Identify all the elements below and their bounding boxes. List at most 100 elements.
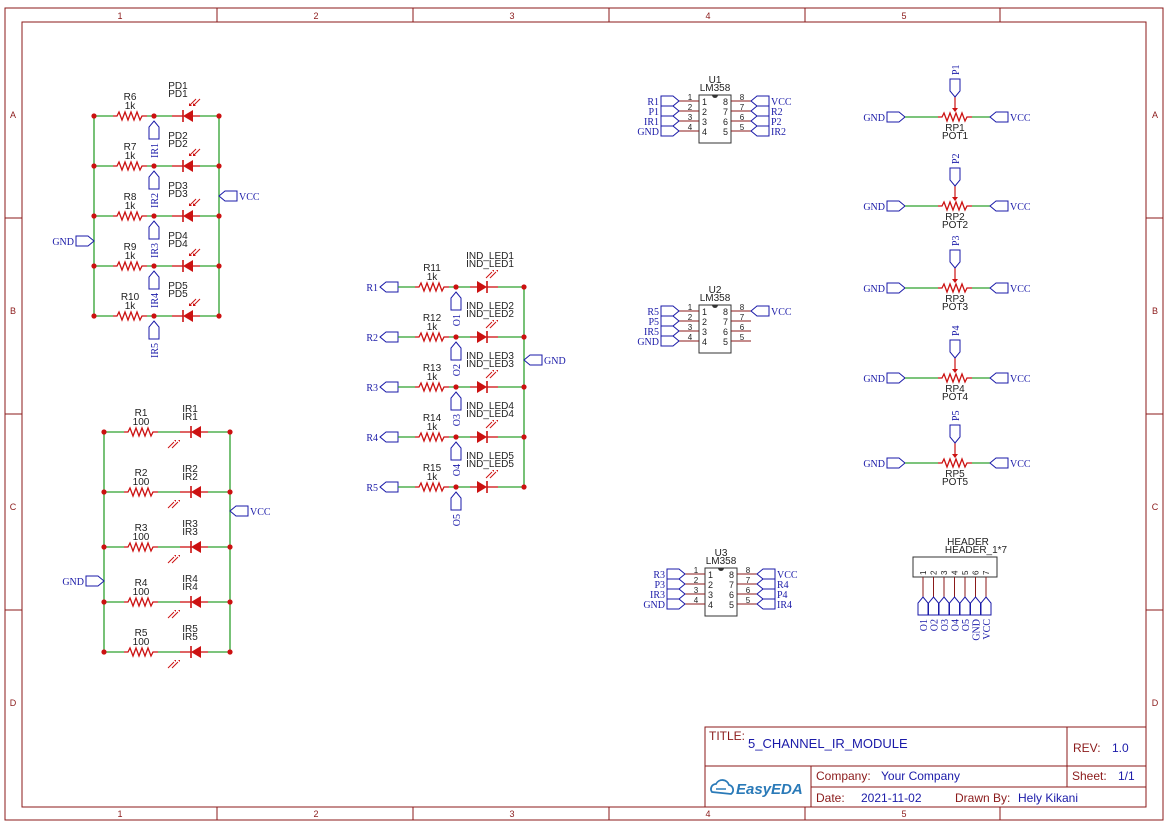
net-flag — [886, 282, 906, 294]
light-arrows — [485, 419, 499, 429]
net-flag — [756, 568, 776, 580]
column-label: 2 — [313, 809, 318, 819]
photodiode — [171, 309, 201, 323]
net-flag — [660, 325, 680, 337]
notch-icon — [712, 305, 718, 308]
pin-name: 1 — [702, 307, 707, 317]
photodiode-value: PD3 — [168, 189, 188, 200]
led-value: IR4 — [182, 582, 198, 593]
wiper-arrow — [952, 454, 958, 458]
net-flag — [756, 598, 776, 610]
net-flag — [989, 282, 1009, 294]
net-label: O3 — [452, 414, 463, 426]
net-label: P5 — [648, 317, 659, 328]
light-arrows — [188, 248, 201, 257]
net-flag — [450, 391, 462, 411]
pin-number: 2 — [930, 570, 939, 575]
net-label: VCC — [771, 97, 792, 108]
net-label: R1 — [366, 283, 378, 294]
net-flag — [989, 372, 1009, 384]
net-label: IR5 — [644, 327, 659, 338]
resistor-value: 100 — [133, 477, 150, 488]
net-flag — [750, 125, 770, 137]
company-value: Your Company — [881, 769, 960, 783]
junction-dot — [151, 313, 157, 319]
resistor — [414, 282, 450, 292]
resistor — [414, 482, 450, 492]
net-flag — [938, 596, 950, 616]
resistor — [123, 487, 159, 497]
photodiode — [171, 159, 201, 173]
pot-value: POT3 — [942, 302, 969, 313]
net-flag — [666, 568, 686, 580]
pot-value: POT4 — [942, 392, 969, 403]
junction-dot — [227, 599, 233, 605]
opamp-body — [698, 94, 732, 144]
resistor-ref: R4 — [135, 578, 148, 589]
opamp-value: LM358 — [700, 83, 731, 94]
junction-dot — [453, 334, 459, 340]
net-flag — [970, 596, 981, 616]
net-flag — [886, 457, 906, 469]
led-ref: IR1 — [182, 404, 198, 415]
row-label: C — [1152, 502, 1159, 512]
resistor — [112, 111, 148, 121]
pin-name: 4 — [702, 127, 707, 137]
pin-number: 3 — [688, 323, 693, 332]
drawn-by-label: Drawn By: — [955, 791, 1010, 805]
indicator-led — [469, 380, 499, 394]
net-label: GND — [62, 577, 84, 588]
opamp-ref: U2 — [709, 285, 722, 296]
row-label: D — [10, 698, 17, 708]
junction-dot — [453, 284, 459, 290]
junction-dot — [151, 263, 157, 269]
ir-led — [179, 425, 209, 439]
pot-ref: RP3 — [945, 294, 965, 305]
net-flag — [229, 505, 249, 517]
ir-led — [179, 595, 209, 609]
net-flag — [218, 190, 238, 202]
pin-number: 4 — [688, 333, 693, 342]
resistor — [123, 597, 159, 607]
resistor-value: 1k — [125, 151, 137, 162]
pin-name: 7 — [723, 107, 728, 117]
junction-dot — [453, 434, 459, 440]
net-flag — [660, 95, 680, 107]
resistor-ref: R5 — [135, 628, 148, 639]
photodiode-ref: PD2 — [168, 131, 188, 142]
junction-dot — [91, 163, 97, 169]
logo-text: EasyEDA — [736, 781, 803, 798]
wiper-arrow — [952, 197, 958, 201]
pin-name: 8 — [723, 307, 728, 317]
net-flag — [450, 441, 462, 461]
junction-dot — [453, 384, 459, 390]
resistor — [112, 311, 148, 321]
photodiode — [171, 109, 201, 123]
net-flag — [959, 596, 971, 616]
pin-number: 5 — [961, 570, 970, 575]
net-label: GND — [637, 127, 659, 138]
pin-number: 2 — [688, 313, 693, 322]
net-label: VCC — [1010, 284, 1031, 295]
net-flag — [917, 596, 929, 616]
net-flag — [379, 281, 399, 293]
light-arrows — [485, 469, 499, 479]
photodiode — [171, 209, 201, 223]
net-flag — [949, 78, 961, 98]
junction-dot — [216, 213, 222, 219]
junction-dot — [101, 599, 107, 605]
pin-number: 1 — [688, 303, 693, 312]
column-label: 1 — [117, 809, 122, 819]
net-label: R2 — [771, 107, 783, 118]
wiper-arrow — [952, 279, 958, 283]
pin-number: 6 — [740, 113, 745, 122]
led-value: IND_LED2 — [466, 309, 514, 320]
net-label: GND — [863, 284, 885, 295]
pin-name: 2 — [702, 107, 707, 117]
resistor — [414, 332, 450, 342]
photodiode-value: PD1 — [168, 89, 188, 100]
drawn-by-value: Hely Kikani — [1018, 791, 1078, 805]
junction-dot — [91, 313, 97, 319]
pot-ref: RP2 — [945, 212, 965, 223]
net-label: O3 — [940, 619, 951, 631]
